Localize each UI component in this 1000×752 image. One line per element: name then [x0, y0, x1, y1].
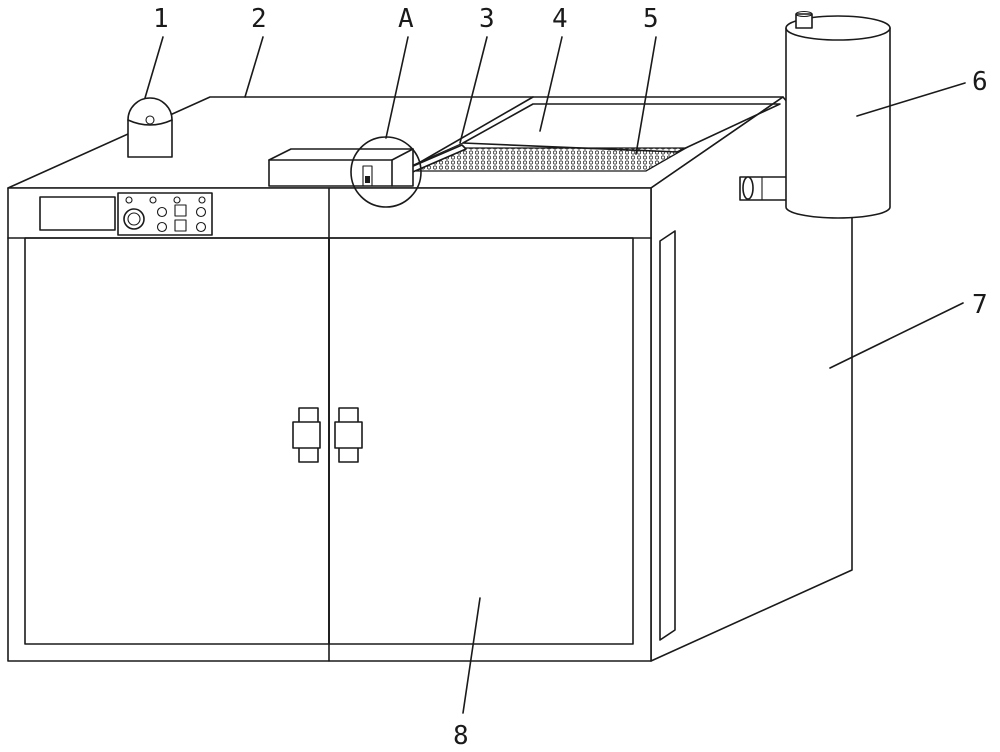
cabinet-body [7, 96, 853, 662]
top-tank [209, 96, 781, 172]
button-panel [117, 192, 213, 236]
leader-lines [144, 36, 966, 714]
right-door [328, 237, 634, 645]
left-handle [292, 407, 321, 463]
drive-box [268, 136, 422, 208]
label-4: 4 [552, 4, 568, 34]
control-panel [39, 192, 213, 236]
cabinet-doors [7, 187, 652, 662]
label-1: 1 [153, 4, 169, 34]
label-8: 8 [453, 721, 469, 751]
top-divider [409, 96, 534, 169]
water-tank [739, 10, 891, 219]
label-2: 2 [251, 4, 267, 34]
label-5: 5 [643, 4, 659, 34]
warning-lamp [127, 97, 173, 158]
side-vent-slot [659, 230, 676, 641]
part-labels: 1 2 A 3 4 5 6 7 8 [153, 4, 988, 751]
label-3: 3 [479, 4, 495, 34]
right-handle [334, 407, 363, 463]
label-7: 7 [972, 290, 988, 320]
label-6: 6 [972, 67, 988, 97]
label-a: A [398, 4, 414, 34]
display-screen [39, 196, 116, 231]
